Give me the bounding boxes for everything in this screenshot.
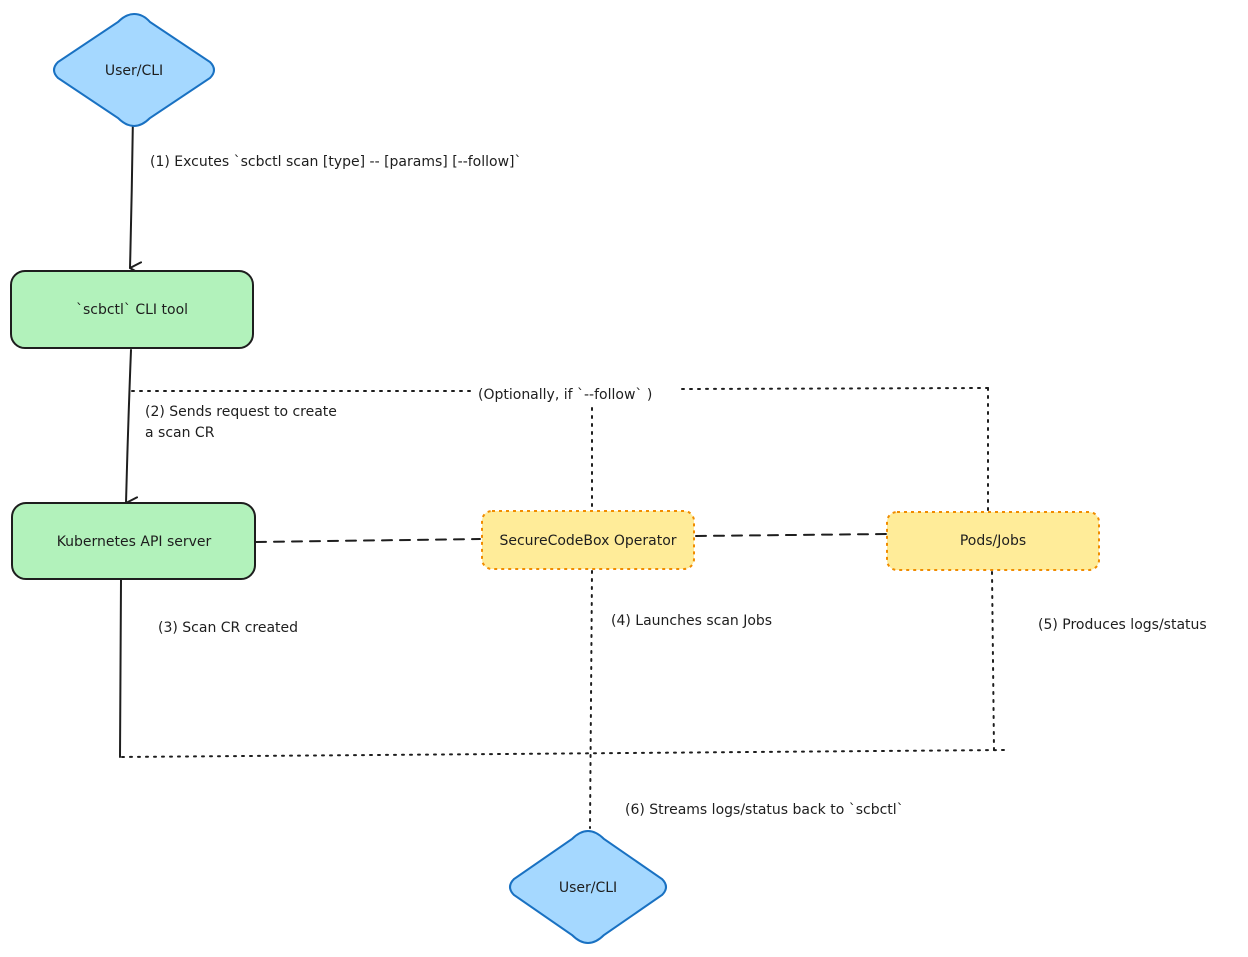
dashed-operator-to-pods [695,533,887,537]
dotted-bottom-line [121,749,1007,758]
step6-label: (6) Streams logs/status back to `scbctl` [625,802,904,818]
step1-label: (1) Excutes `scbctl scan [type] -- [para… [150,154,522,170]
line-k8s-down [119,579,122,758]
k8s-api-node: Kubernetes API server [11,502,256,580]
scbctl-tool-node: `scbctl` CLI tool [10,270,254,349]
step4-label: (4) Launches scan Jobs [611,613,772,629]
dotted-optional-right [681,387,989,390]
pods-jobs-node: Pods/Jobs [886,511,1100,571]
step2-label-line1: (2) Sends request to create [145,404,337,420]
k8s-api-label: Kubernetes API server [57,534,212,550]
user-cli-top-node: User/CLI [53,12,215,128]
operator-label: SecureCodeBox Operator [499,533,676,549]
user-cli-bottom-node: User/CLI [509,829,667,945]
user-cli-bottom-label: User/CLI [559,880,617,896]
operator-node: SecureCodeBox Operator [481,510,695,570]
optional-follow-label: (Optionally, if `--follow` ) [478,387,652,403]
user-cli-top-label: User/CLI [105,63,163,79]
step3-label: (3) Scan CR created [158,620,298,636]
dotted-operator-down [589,570,593,829]
step2-label-line2: a scan CR [145,425,215,441]
dashed-k8s-to-operator [255,538,481,543]
arrow-scbctl-to-k8s [125,349,139,511]
dotted-pods-down [991,571,995,751]
pods-jobs-label: Pods/Jobs [960,533,1026,549]
arrow-user-to-scbctl [129,111,143,276]
step5-label: (5) Produces logs/status [1038,617,1207,633]
scbctl-tool-label: `scbctl` CLI tool [76,302,188,318]
